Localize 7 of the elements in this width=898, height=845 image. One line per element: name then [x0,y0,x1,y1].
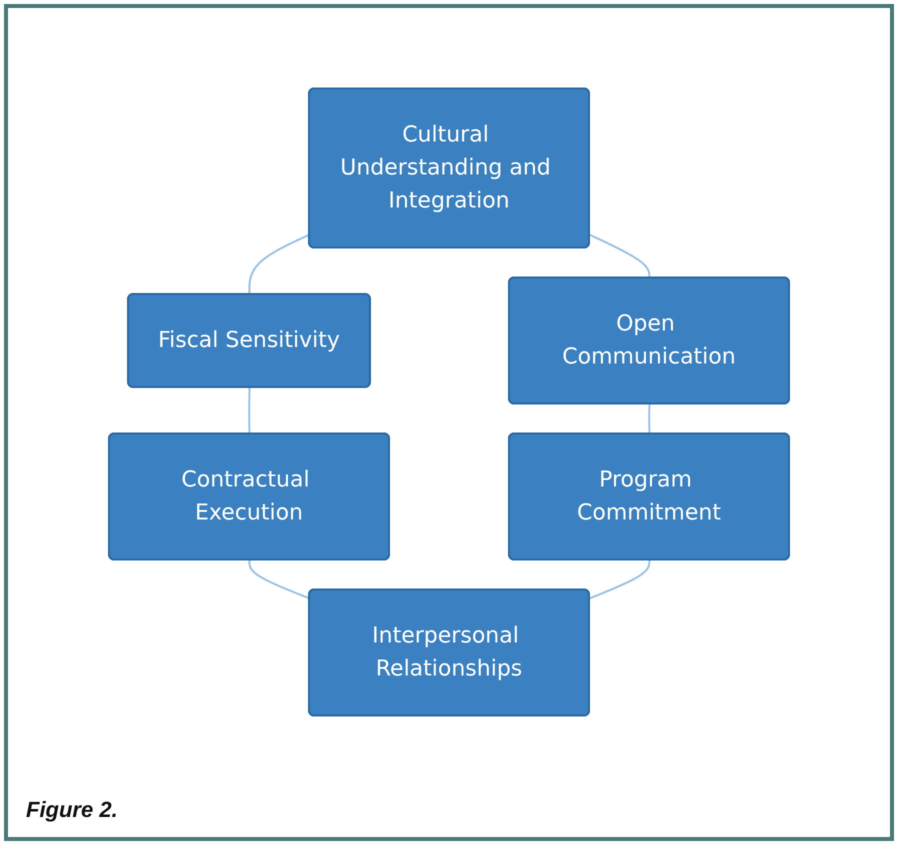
connector [589,234,650,278]
connector [248,560,310,600]
connector [589,560,650,600]
connector [248,234,310,295]
figure-caption: Figure 2. [26,797,118,823]
connector [648,404,650,434]
connector [248,387,250,434]
